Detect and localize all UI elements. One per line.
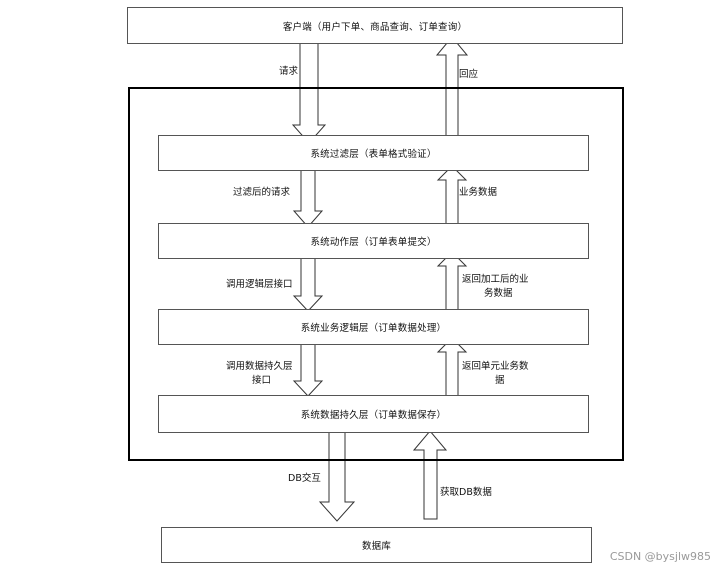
arrow-return-unit bbox=[436, 337, 468, 403]
watermark: CSDN @bysjlw985 bbox=[609, 550, 711, 563]
business-data-label: 业务数据 bbox=[459, 187, 498, 198]
logic-layer-label: 系统业务逻辑层（订单数据处理） bbox=[300, 323, 447, 334]
call-persistence-label-line2: 接口 bbox=[252, 375, 272, 386]
persistence-layer-label: 系统数据持久层（订单数据保存） bbox=[300, 410, 447, 421]
call-logic-label: 调用逻辑层接口 bbox=[226, 279, 293, 290]
get-db-data-label: 获取DB数据 bbox=[440, 487, 492, 498]
filter-layer-box: 系统过滤层（表单格式验证） bbox=[158, 135, 589, 171]
arrow-business-data bbox=[436, 165, 468, 231]
arrow-filtered-request bbox=[292, 167, 324, 228]
persistence-layer-box: 系统数据持久层（订单数据保存） bbox=[158, 395, 589, 433]
arrow-call-persistence bbox=[292, 341, 324, 397]
request-label: 请求 bbox=[279, 66, 299, 77]
client-box: 客户端（用户下单、商品查询、订单查询） bbox=[127, 7, 623, 44]
action-layer-box: 系统动作层（订单表单提交） bbox=[158, 223, 589, 259]
client-label: 客户端（用户下单、商品查询、订单查询） bbox=[282, 21, 468, 33]
arrow-call-logic bbox=[292, 255, 324, 312]
return-unit-label-line2: 据 bbox=[495, 375, 505, 386]
db-interaction-label: DB交互 bbox=[288, 473, 321, 484]
action-layer-label: 系统动作层（订单表单提交） bbox=[310, 237, 437, 248]
return-processed-label-line2: 务数据 bbox=[484, 288, 513, 299]
database-label: 数据库 bbox=[361, 541, 392, 552]
logic-layer-box: 系统业务逻辑层（订单数据处理） bbox=[158, 309, 589, 345]
system-boundary bbox=[128, 87, 624, 461]
arrow-request bbox=[291, 34, 327, 144]
arrow-db-interaction bbox=[318, 429, 356, 522]
return-unit-label-line1: 返回单元业务数 bbox=[462, 361, 529, 372]
arrow-return-processed bbox=[436, 251, 468, 317]
response-label: 回应 bbox=[459, 69, 479, 80]
filter-layer-label: 系统过滤层（表单格式验证） bbox=[310, 149, 437, 160]
filtered-request-label: 过滤后的请求 bbox=[233, 187, 291, 198]
arrow-get-db-data bbox=[412, 430, 448, 520]
arrow-response bbox=[435, 36, 469, 144]
database-box: 数据库 bbox=[161, 527, 592, 563]
return-processed-label-line1: 返回加工后的业 bbox=[462, 274, 529, 285]
call-persistence-label-line1: 调用数据持久层 bbox=[226, 361, 293, 372]
